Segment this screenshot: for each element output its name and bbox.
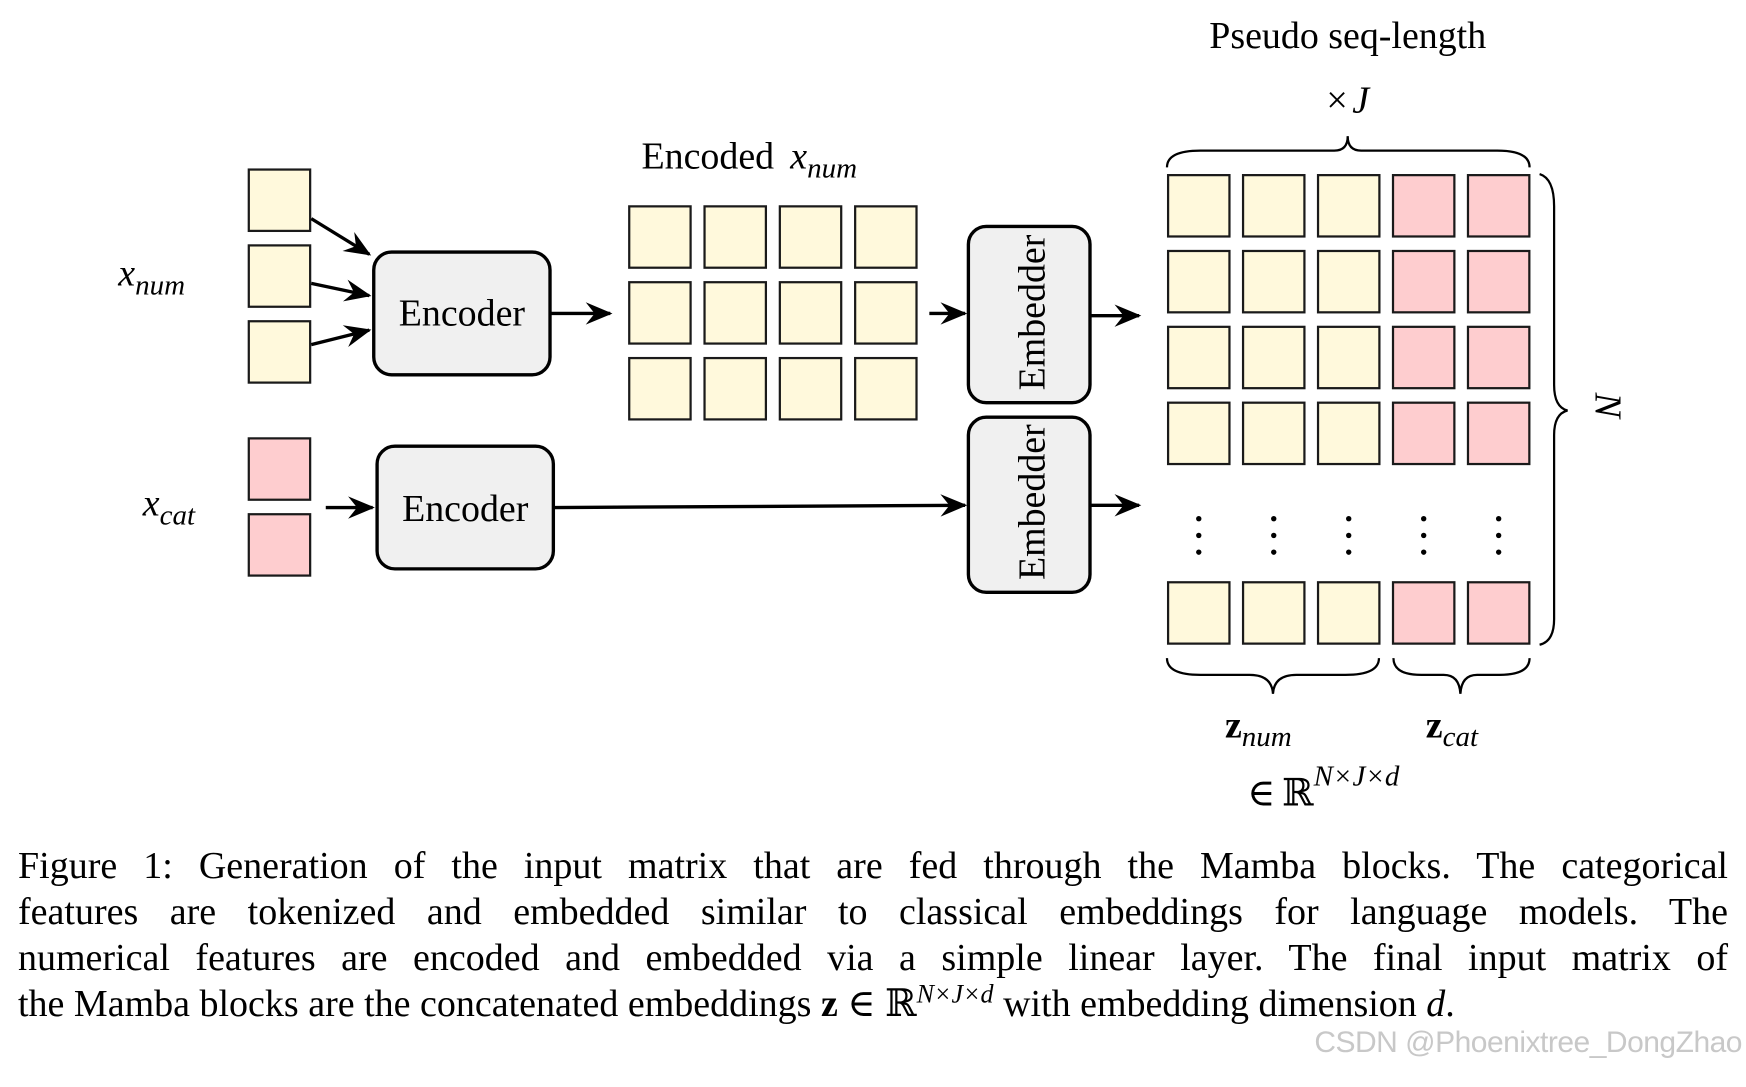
encoded-cell	[628, 205, 692, 269]
encoded-cell	[703, 281, 768, 345]
caption-line: numerical features are encoded and embed…	[18, 937, 1728, 979]
matrix-cell-num	[1241, 581, 1306, 645]
matrix-cell-num	[1241, 249, 1306, 314]
ellipsis-dot	[1421, 549, 1427, 555]
matrix-cell-num	[1166, 174, 1231, 238]
matrix-cell-cat	[1466, 401, 1531, 466]
matrix-cell-num	[1241, 325, 1306, 390]
ellipsis-dot	[1196, 516, 1202, 522]
encoded-cell	[628, 356, 692, 421]
ellipsis-dot	[1271, 516, 1277, 522]
encoded-cell	[854, 356, 918, 421]
matrix-cell-cat	[1391, 325, 1456, 390]
ellipsis-dot	[1346, 549, 1352, 555]
numeric-input-cell	[247, 244, 312, 308]
categorical-input-cell	[247, 437, 312, 501]
figure-caption: Figure 1: Generation of the input matrix…	[18, 843, 1728, 1027]
numeric-input-cell	[247, 320, 312, 384]
ellipsis-dot	[1196, 549, 1202, 555]
ellipsis-dot	[1495, 532, 1502, 539]
top-brace-label: ×J	[1326, 80, 1371, 122]
matrix-cell-cat	[1391, 249, 1456, 314]
categorical-encoder-label: Encoder	[402, 488, 529, 530]
top-brace	[1165, 136, 1531, 168]
matrix-cell-cat	[1466, 325, 1531, 390]
caption-line: Figure 1: Generation of the input matrix…	[18, 845, 1728, 887]
matrix-cell-num	[1316, 249, 1381, 314]
tensor-space-label: ∈ℝN×J×d	[1247, 760, 1400, 814]
arrow-num-2	[310, 279, 372, 302]
x-num-label: xnum	[117, 253, 185, 302]
numeric-encoder-box: Encoder	[372, 250, 552, 377]
ellipsis-dot	[1495, 516, 1502, 522]
encoded-cell	[778, 356, 843, 421]
embedding-matrix	[1166, 174, 1531, 645]
matrix-cell-num	[1166, 325, 1231, 390]
matrix-cell-num	[1316, 581, 1381, 645]
encoded-grid	[628, 205, 918, 421]
numeric-encoder-label: Encoder	[399, 293, 526, 335]
matrix-cell-num	[1166, 581, 1231, 645]
matrix-cell-num	[1316, 325, 1381, 390]
encoded-cell	[778, 281, 843, 345]
numeric-input-cell	[247, 168, 312, 233]
ellipsis-dot	[1346, 532, 1352, 539]
matrix-cell-num	[1166, 401, 1231, 466]
caption-line: the Mamba blocks are the concatenated em…	[18, 979, 1455, 1025]
encoded-cell	[703, 205, 768, 269]
categorical-embedder-box: Embedder	[966, 415, 1092, 594]
ellipsis-dot	[1271, 549, 1277, 555]
encoded-cell	[854, 205, 918, 269]
matrix-cell-num	[1241, 174, 1306, 238]
side-brace-label: N	[1586, 392, 1628, 421]
ellipsis-dot	[1421, 532, 1427, 539]
matrix-cell-cat	[1466, 174, 1531, 238]
watermark: CSDN @Phoenixtree_DongZhao	[1314, 1026, 1742, 1059]
z-num-label: znum	[1225, 704, 1292, 753]
z-num-brace	[1165, 658, 1381, 694]
z-cat-label: zcat	[1426, 704, 1479, 753]
encoded-cell	[703, 356, 768, 421]
x-cat-label: xcat	[142, 482, 196, 531]
numeric-embedder-box: Embedder	[966, 224, 1092, 405]
z-cat-brace	[1392, 658, 1531, 694]
numeric-input-cells	[247, 168, 312, 384]
matrix-cell-num	[1316, 401, 1381, 466]
categorical-encoder-box: Encoder	[375, 444, 556, 571]
encoded-title: Encoded xnum	[642, 135, 858, 184]
ellipsis-dot	[1421, 516, 1427, 522]
matrix-cell-cat	[1466, 249, 1531, 314]
matrix-cell-cat	[1391, 581, 1456, 645]
matrix-cell-num	[1166, 249, 1231, 314]
encoded-cell	[854, 281, 918, 345]
side-brace	[1539, 172, 1568, 646]
arrow-num-3	[310, 325, 372, 347]
encoded-cell	[778, 205, 843, 269]
matrix-cell-cat	[1466, 581, 1531, 645]
categorical-input-cell	[247, 513, 312, 577]
ellipsis-dot	[1271, 532, 1277, 539]
matrix-cell-num	[1316, 174, 1381, 238]
ellipsis-dot	[1196, 532, 1202, 539]
arrow-num-1	[310, 217, 372, 256]
numeric-embedder-label: Embedder	[1011, 234, 1053, 390]
encoded-cell	[628, 281, 692, 345]
caption-line: features are tokenized and embedded simi…	[18, 891, 1728, 933]
arrow-cat-encoder-to-embedder	[554, 494, 968, 517]
matrix-cell-num	[1241, 401, 1306, 466]
categorical-input-cells	[247, 437, 312, 577]
categorical-embedder-label: Embedder	[1011, 424, 1053, 580]
matrix-cell-cat	[1391, 401, 1456, 466]
matrix-cell-cat	[1391, 174, 1456, 238]
matrix-title: Pseudo seq-length	[1209, 15, 1486, 57]
ellipsis-dot	[1346, 516, 1352, 522]
ellipsis-dot	[1495, 549, 1502, 555]
